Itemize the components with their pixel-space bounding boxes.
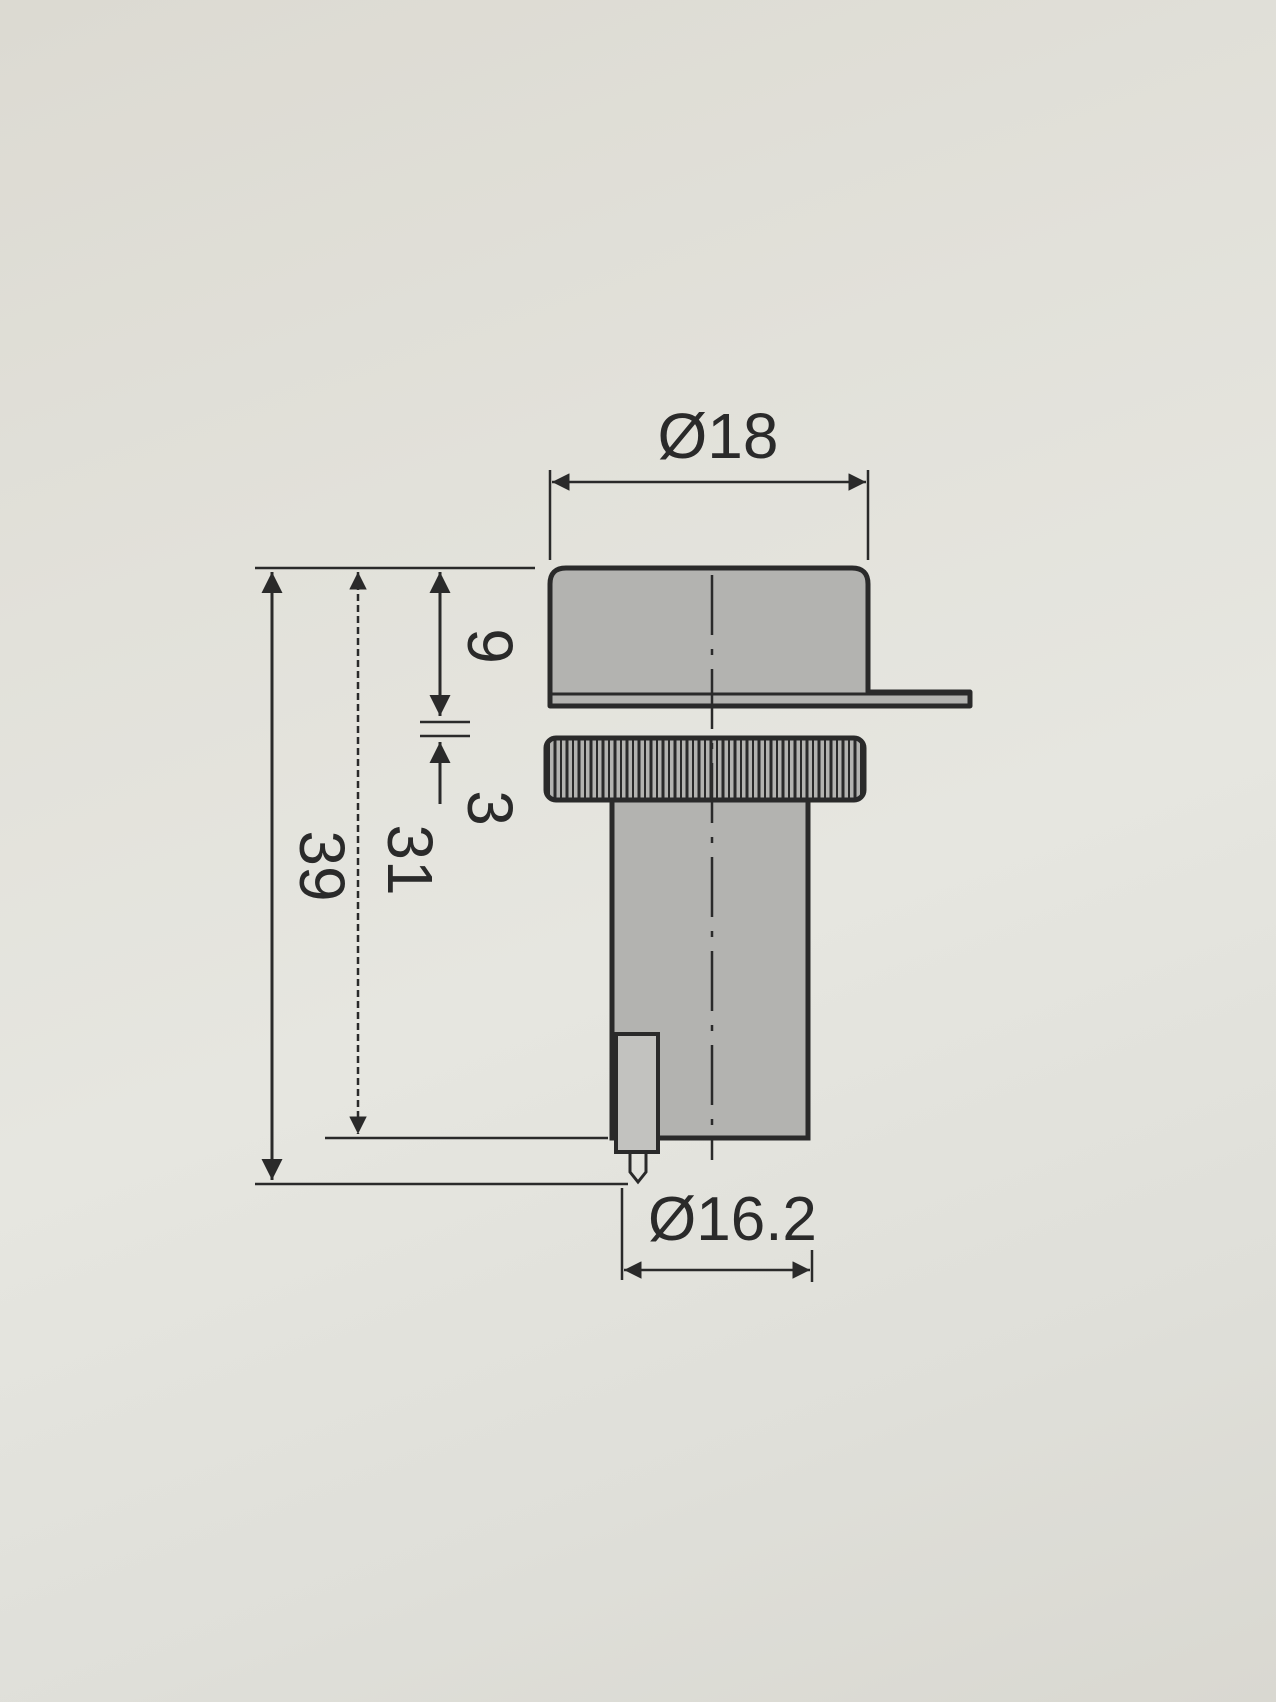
cap-height-label: 9 [454,628,526,664]
body-length-label: 31 [374,824,446,895]
extension-lines [255,566,628,1186]
dimension-bottom-diameter [620,1188,814,1282]
top-diameter-label: Ø18 [658,400,779,472]
bottom-diameter-label: Ø16.2 [648,1185,817,1254]
fuse-holder-cap [547,565,973,709]
fuse-holder-body [609,797,811,1185]
knurled-nut [543,735,867,803]
dimension-top-diameter [548,470,870,560]
total-length-label: 39 [286,830,358,901]
gap-label: 3 [454,790,526,826]
